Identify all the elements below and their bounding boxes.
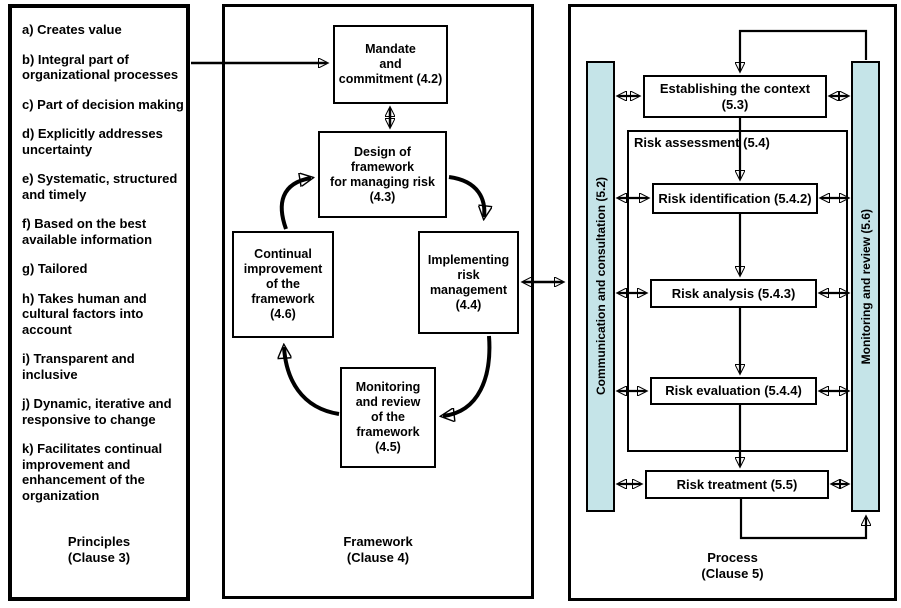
- principle-item: j) Dynamic, iterative and responsive to …: [22, 396, 172, 427]
- monitoring-review-framework-box: Monitoring and review of the framework (…: [340, 367, 436, 468]
- continual-improvement-box: Continual improvement of the framework (…: [232, 231, 334, 338]
- principles-panel: [8, 4, 190, 601]
- establishing-context-box: Establishing the context (5.3): [643, 75, 827, 118]
- monitoring-review-bar-label: Monitoring and review (5.6): [858, 208, 873, 365]
- risk-evaluation-box: Risk evaluation (5.4.4): [650, 377, 817, 405]
- principle-item: k) Facilitates continual improvement and…: [22, 441, 163, 503]
- mandate-commitment-box: Mandate and commitment (4.2): [333, 25, 448, 104]
- communication-consultation-bar-label: Communication and consultation (5.2): [593, 177, 608, 396]
- principle-item: e) Systematic, structured and timely: [22, 171, 178, 202]
- risk-assessment-label: Risk assessment (5.4): [634, 135, 770, 150]
- risk-analysis-box: Risk analysis (5.4.3): [650, 279, 817, 308]
- process-label: Process (Clause 5): [701, 550, 764, 581]
- design-framework-box: Design of framework for managing risk (4…: [318, 131, 447, 218]
- principle-item: f) Based on the best available informati…: [22, 216, 153, 247]
- principle-item: g) Tailored: [22, 261, 88, 276]
- principle-item: a) Creates value: [22, 22, 122, 37]
- communication-consultation-bar: Communication and consultation (5.2): [586, 61, 615, 512]
- framework-label: Framework (Clause 4): [343, 534, 413, 565]
- principle-item: b) Integral part of organizational proce…: [22, 51, 179, 83]
- principle-item: c) Part of decision making: [22, 96, 184, 112]
- principle-item: d) Explicitly addresses uncertainty: [22, 126, 163, 157]
- principles-label: Principles (Clause 3): [67, 534, 131, 565]
- principle-item: h) Takes human and cultural factors into…: [22, 290, 147, 337]
- risk-identification-box: Risk identification (5.4.2): [652, 183, 818, 214]
- risk-treatment-box: Risk treatment (5.5): [645, 470, 829, 499]
- monitoring-review-bar: Monitoring and review (5.6): [851, 61, 880, 512]
- implementing-risk-management-box: Implementing risk management (4.4): [418, 231, 519, 334]
- principle-item: i) Transparent and inclusive: [22, 351, 135, 382]
- principles-list: a) Creates value b) Integral part of org…: [8, 4, 190, 517]
